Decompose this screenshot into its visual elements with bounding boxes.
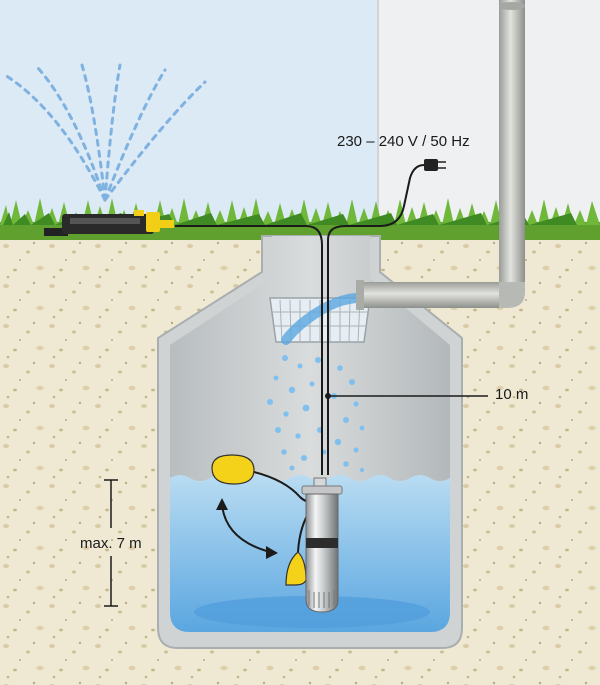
- float-motion-arrow: [221, 504, 271, 553]
- sprinkler-spray: [3, 63, 207, 202]
- max-depth-dimension: [104, 479, 118, 607]
- pump-icon: [301, 477, 343, 613]
- power-supply-label: 230 – 240 V / 50 Hz: [337, 133, 470, 150]
- power-cable: [175, 164, 425, 475]
- plug-icon: [424, 159, 446, 171]
- sprinkler-icon: [44, 210, 174, 236]
- max-depth-label: max. 7 m: [80, 535, 142, 552]
- house-wall: [378, 0, 600, 235]
- cable-length-leader: [325, 393, 488, 399]
- water-drops: [267, 355, 365, 473]
- cable-length-label: 10 m: [495, 386, 529, 403]
- rain-downpipe: [356, 0, 525, 310]
- strainer-basket-icon: [269, 293, 371, 345]
- sky: [0, 0, 378, 235]
